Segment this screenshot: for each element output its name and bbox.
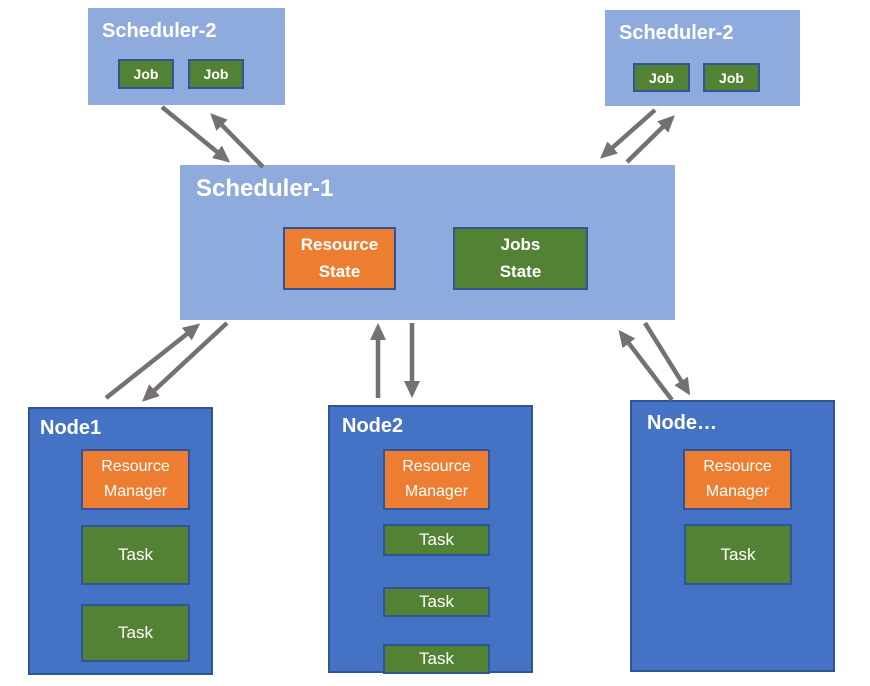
node3-title: Node…	[647, 412, 717, 434]
task-box: Task	[81, 604, 190, 662]
task-box: Task	[684, 524, 792, 585]
arrow-node1-to-scheduler1	[104, 323, 201, 400]
arrow-scheduler1-to-scheduler2right	[625, 115, 675, 164]
node3-box: Node… Resource Manager Task	[630, 400, 835, 672]
arrow-scheduler2right-to-scheduler1	[600, 108, 657, 159]
task-box: Task	[81, 525, 190, 585]
node2-box: Node2 Resource Manager Task Task Task	[328, 405, 533, 674]
arrow-node3-to-scheduler1	[618, 329, 674, 402]
task-box: Task	[383, 587, 490, 617]
job-box: Job	[118, 59, 174, 89]
job-box: Job	[188, 59, 244, 89]
resource-manager-box: Resource Manager	[383, 449, 490, 510]
task-box: Task	[383, 524, 490, 556]
resource-state-box: Resource State	[283, 227, 396, 290]
job-box: Job	[703, 63, 760, 92]
arrow-scheduler1-to-scheduler2left	[210, 113, 265, 169]
arrow-scheduler1-to-node1	[142, 321, 229, 402]
jobs-state-box: Jobs State	[453, 227, 588, 290]
scheduler2-right-box: Scheduler-2 Job Job	[605, 10, 800, 106]
scheduler1-title: Scheduler-1	[196, 175, 334, 202]
node1-box: Node1 Resource Manager Task Task	[28, 407, 213, 675]
node2-title: Node2	[342, 415, 404, 437]
task-box: Task	[383, 644, 490, 674]
scheduler2-left-title: Scheduler-2	[102, 20, 217, 42]
scheduler2-right-title: Scheduler-2	[619, 22, 734, 44]
resource-manager-box: Resource Manager	[683, 449, 792, 510]
node1-title: Node1	[40, 417, 102, 439]
job-box: Job	[633, 63, 690, 92]
scheduler2-left-box: Scheduler-2 Job Job	[88, 8, 285, 105]
arrow-scheduler2left-to-scheduler1	[160, 105, 231, 163]
resource-manager-box: Resource Manager	[81, 449, 190, 510]
scheduler1-box: Scheduler-1 Resource State Jobs State	[180, 165, 675, 320]
arrow-scheduler1-to-node3	[643, 321, 691, 396]
